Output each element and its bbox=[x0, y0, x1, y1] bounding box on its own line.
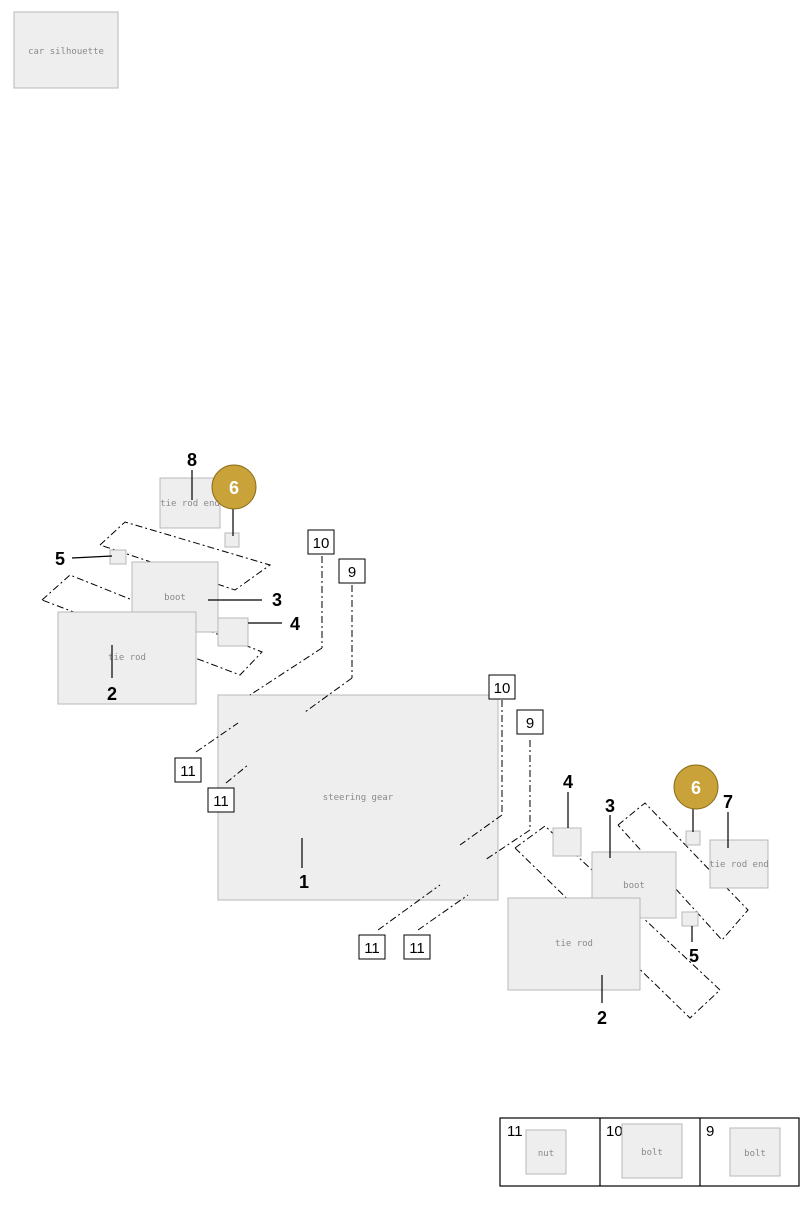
legend-cell-short-bolt: 9 bolt bbox=[706, 1123, 781, 1177]
svg-text:11: 11 bbox=[409, 940, 425, 957]
callout-2-left: 2 bbox=[107, 684, 117, 704]
callout-7: 7 bbox=[723, 792, 733, 812]
long-bolt-icon: bolt bbox=[621, 1123, 683, 1179]
clip-part-left bbox=[109, 549, 127, 565]
svg-text:11: 11 bbox=[213, 793, 229, 810]
callout-5-right: 5 bbox=[689, 946, 699, 966]
svg-text:10: 10 bbox=[313, 535, 330, 552]
svg-text:9: 9 bbox=[348, 564, 356, 581]
boxed-label-10-a: 10 bbox=[307, 529, 335, 555]
boxed-label-10-b: 10 bbox=[488, 674, 516, 700]
callout-5-left: 5 bbox=[55, 549, 65, 569]
svg-text:9: 9 bbox=[706, 1123, 714, 1140]
svg-text:9: 9 bbox=[526, 715, 534, 732]
callout-2-right: 2 bbox=[597, 1008, 607, 1028]
nut-icon: nut bbox=[525, 1129, 567, 1175]
tie-rod-end-right: tie rod end bbox=[709, 839, 769, 889]
boxed-label-11-b: 11 bbox=[207, 787, 235, 813]
nut-part-lower bbox=[685, 830, 701, 846]
car-thumbnail: car silhouette bbox=[13, 11, 119, 89]
callout-6-left-highlight[interactable]: 6 bbox=[211, 464, 257, 510]
group-outline-lower-a bbox=[617, 802, 749, 941]
callout-6-right-highlight[interactable]: 6 bbox=[673, 764, 719, 810]
svg-text:11: 11 bbox=[180, 763, 196, 780]
svg-text:bolt: bolt bbox=[641, 1148, 663, 1158]
callout-6-right: 6 bbox=[691, 778, 701, 798]
callout-4-left: 4 bbox=[290, 614, 300, 634]
svg-text:tie rod: tie rod bbox=[555, 939, 593, 949]
svg-text:nut: nut bbox=[538, 1149, 554, 1159]
callout-1: 1 bbox=[299, 872, 309, 892]
boxed-label-11-c: 11 bbox=[358, 934, 386, 960]
svg-text:tie rod end: tie rod end bbox=[160, 499, 220, 509]
steering-gear-assembly: steering gear bbox=[217, 694, 499, 901]
svg-text:tie rod: tie rod bbox=[108, 653, 146, 663]
svg-text:car silhouette: car silhouette bbox=[28, 47, 104, 57]
svg-text:11: 11 bbox=[507, 1123, 523, 1140]
callout-3-left: 3 bbox=[272, 590, 282, 610]
short-bolt-icon: bolt bbox=[729, 1127, 781, 1177]
callout-3-right: 3 bbox=[605, 796, 615, 816]
tie-rod-end-left: tie rod end bbox=[159, 477, 221, 529]
tie-rod-left: tie rod bbox=[57, 611, 197, 705]
svg-text:boot: boot bbox=[623, 881, 645, 891]
tie-rod-right: tie rod bbox=[507, 897, 641, 991]
svg-text:bolt: bolt bbox=[744, 1149, 766, 1159]
clip-part-right bbox=[681, 911, 699, 927]
boxed-label-11-d: 11 bbox=[403, 934, 431, 960]
svg-text:tie rod end: tie rod end bbox=[709, 860, 769, 870]
clamp-ring-left bbox=[217, 617, 249, 647]
callout-6-left: 6 bbox=[229, 478, 239, 498]
svg-text:10: 10 bbox=[606, 1123, 623, 1140]
svg-text:11: 11 bbox=[364, 940, 380, 957]
svg-text:steering gear: steering gear bbox=[323, 793, 394, 803]
clamp-ring-right bbox=[552, 827, 582, 857]
svg-text:boot: boot bbox=[164, 593, 186, 603]
svg-text:10: 10 bbox=[494, 680, 511, 697]
boxed-label-9-a: 9 bbox=[338, 558, 366, 584]
nut-part-upper bbox=[224, 532, 240, 548]
fastener-legend: 11 nut 10 bolt 9 bolt bbox=[499, 1117, 800, 1187]
legend-cell-nut: 11 nut bbox=[507, 1123, 567, 1175]
callout-8: 8 bbox=[187, 450, 197, 470]
boxed-label-11-a: 11 bbox=[174, 757, 202, 783]
callout-4-right: 4 bbox=[563, 772, 573, 792]
legend-cell-long-bolt: 10 bolt bbox=[606, 1123, 683, 1179]
boxed-label-9-b: 9 bbox=[516, 709, 544, 735]
